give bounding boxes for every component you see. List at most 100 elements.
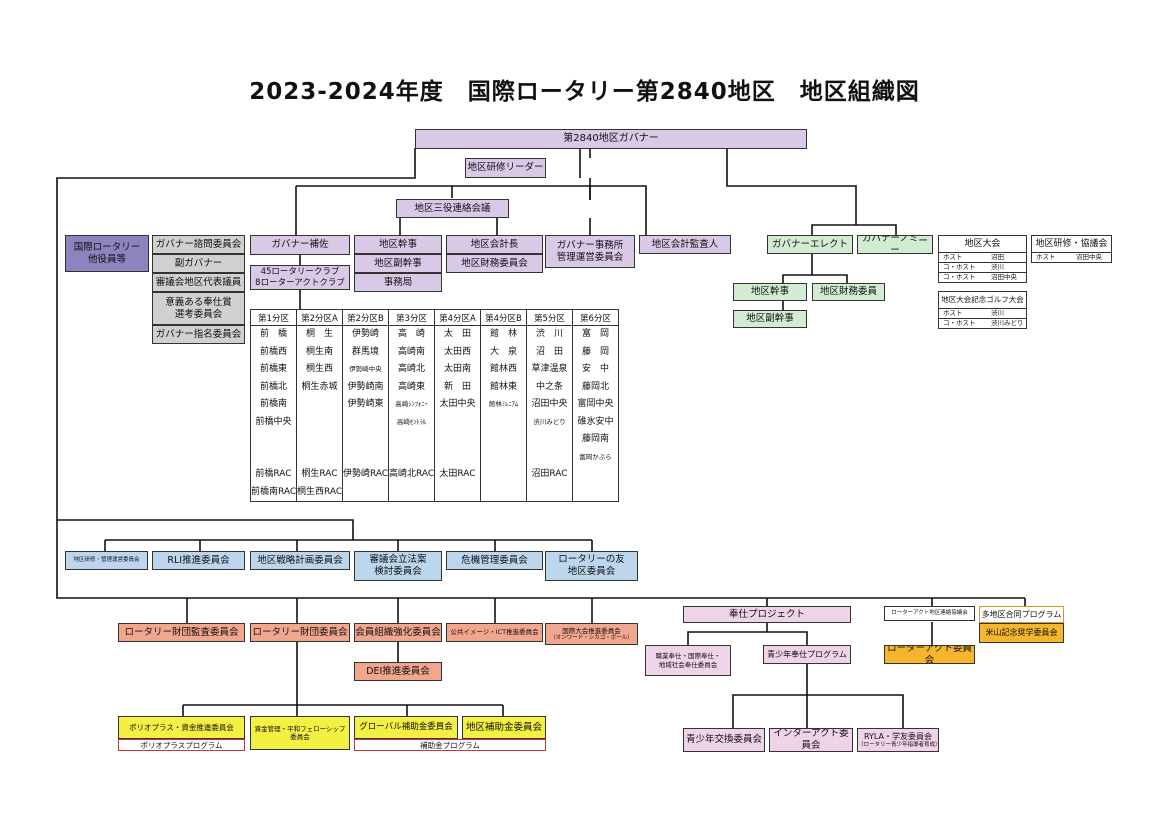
club-name: 伊勢崎中央 [349, 365, 382, 373]
foundation-audit-box: ロータリー財団監査委員会 [118, 623, 245, 642]
membership-committee-box: 会員組織強化委員会 [354, 623, 442, 642]
host-club: 沼田 [991, 253, 1004, 261]
legislation-committee-box: 審議会立法案 検討委員会 [354, 551, 442, 581]
rotaract-club-name: 桐生西RAC [297, 486, 343, 497]
rotaract-club-name: 前橋南RAC [251, 486, 297, 497]
foundation-committee-box: ロータリー財団委員会 [250, 623, 350, 642]
governor-nominee-box: ガバナーノミニー [857, 235, 933, 254]
golf-table: 地区大会記念ゴルフ大会 ホスト渋川 コ・ホスト渋川みどり [938, 291, 1027, 329]
training-mgmt-committee-box: 地区研修・管理運営委員会 [65, 551, 148, 570]
club-name: 富 岡 [581, 329, 609, 339]
district-treasurer-box: 地区会計長 [446, 235, 543, 254]
club-name: 太田西 [443, 346, 471, 357]
host-label: ホスト [943, 253, 963, 261]
ryla-sub: （ロータリー青少年指導者育成） [858, 741, 939, 748]
club-name: 藤岡北 [581, 381, 609, 392]
club-name: 館 林 [489, 329, 517, 339]
club-name: 新 田 [443, 381, 471, 392]
district-header: 第1分区 [250, 309, 297, 326]
elect-vice-secretary-box: 地区副幹事 [733, 310, 807, 328]
host-label: コ・ホスト [943, 263, 976, 271]
golf-title: 地区大会記念ゴルフ大会 [939, 292, 1026, 309]
district-clubs-cell: 富 岡藤 岡安 中藤岡北富岡中央碓氷安中藤岡南富岡かぶら [572, 325, 619, 502]
host-club: 渋川 [991, 263, 1004, 271]
page-title: 2023-2024年度 国際ロータリー第2840地区 地区組織図 [249, 79, 920, 105]
governor-office-box: ガバナー事務所 管理運営委員会 [545, 235, 635, 268]
district-clubs-cell: 伊勢崎群馬境伊勢崎中央伊勢崎南伊勢崎東伊勢崎RAC [342, 325, 389, 502]
rotaract-club-name: 沼田RAC [531, 469, 568, 479]
elect-finance-box: 地区財務委員 [812, 283, 885, 301]
club-name: 前橋北 [259, 381, 287, 392]
host-club: 沼田中央 [991, 273, 1017, 281]
district-vice-secretary-box: 地区副幹事 [354, 254, 442, 273]
training-leader-box: 地区研修リーダー [465, 158, 546, 178]
club-name: 伊勢崎 [351, 329, 379, 339]
club-name: 群馬境 [351, 346, 379, 357]
rotaract-club-name: 太田RAC [439, 469, 476, 479]
club-name: 中之条 [535, 381, 563, 392]
host-label: コ・ホスト [943, 319, 976, 327]
club-name: 高 崎 [397, 329, 425, 339]
club-name: 桐生赤城 [301, 381, 338, 392]
district-grant-committee-box: 地区補助金委員会 [462, 716, 546, 739]
club-name: 伊勢崎東 [347, 399, 384, 409]
crisis-committee-box: 危機管理委員会 [446, 551, 543, 570]
clubs-count-box: 45ロータリークラブ 8ローターアクトクラブ [250, 265, 350, 290]
club-name: 館林西 [489, 364, 517, 374]
host-club: 渋川みどり [991, 319, 1024, 327]
ryla-committee-box: RYLA・学友委員会 （ロータリー青少年指導者育成） [857, 728, 939, 752]
vice-governor-box: 副ガバナー [152, 254, 245, 273]
club-name: 館林東 [489, 381, 517, 392]
fund-peace-committee-box: 資金管理・平和フェローシップ 委員会 [250, 716, 350, 750]
club-name: 藤 岡 [581, 346, 609, 357]
convention-committee-box: 国際大会推進委員会 （オンワード・シカゴ・ボール） [545, 623, 638, 645]
rotaract-club-name: 桐生RAC [301, 469, 338, 479]
district-clubs-cell: 渋 川沼 田草津温泉中之条沼田中央渋川みどり沼田RAC [526, 325, 573, 502]
club-name: 大 泉 [489, 346, 517, 357]
club-name: 桐生南 [305, 346, 333, 357]
convention-sub: （オンワード・シカゴ・ボール） [550, 634, 633, 641]
global-grant-committee-box: グローバル補助金委員会 [354, 716, 458, 739]
district-clubs-cell: 太 田太田西太田南新 田太田中央太田RAC [434, 325, 481, 502]
public-image-committee-box: 公共イメージ・ICT推進委員会 [446, 623, 543, 642]
club-name: 桐 生 [305, 329, 333, 339]
multi-district-box: 多地区合同プログラム [979, 606, 1064, 623]
rotaract-committee-box: ローターアクト委員会 [884, 645, 975, 664]
convention-label: 国際大会推進委員会 [562, 626, 621, 635]
ri-officers-box: 国際ロータリー 他役員等 [65, 235, 149, 272]
club-name: 太田南 [443, 364, 471, 374]
district-header: 第5分区 [526, 309, 573, 326]
club-name: 渋 川 [535, 329, 563, 339]
district-header: 第3分区 [388, 309, 435, 326]
vocational-committee-box: 職業奉仕・国際奉仕・ 地域社会奉仕委員会 [645, 645, 731, 676]
assistant-governor-box: ガバナー補佐 [250, 235, 350, 255]
elect-secretary-box: 地区幹事 [733, 283, 807, 301]
district-secretary-box: 地区幹事 [354, 235, 442, 254]
service-project-box: 奉仕プロジェクト [683, 606, 851, 623]
secretariat-box: 事務局 [354, 273, 442, 292]
club-name: 高崎東 [397, 381, 425, 392]
club-name: 前橋南 [259, 399, 287, 409]
club-name: 高崎ｼﾝﾌｫﾆｰ [395, 400, 428, 408]
governor-elect-box: ガバナーエレクト [767, 235, 853, 254]
club-name: 高崎ｾﾝﾄﾗﾙ [396, 417, 427, 426]
youth-program-box: 青少年奉仕プログラム [763, 645, 851, 664]
district-header: 第4分区B [480, 309, 527, 326]
governor-box: 第2840地区ガバナー [415, 129, 807, 149]
club-name: 前橋西 [259, 346, 287, 357]
club-name: 太 田 [443, 329, 471, 339]
club-name: 沼 田 [535, 346, 563, 357]
district-header: 第4分区A [434, 309, 481, 326]
club-name: 館林ﾐﾚﾆｱﾑ [488, 400, 519, 408]
club-name: 桐生西 [305, 364, 333, 374]
district-header: 第2分区A [296, 309, 343, 326]
rotaract-council-box: ローターアクト地区連絡協議会 [884, 606, 975, 621]
club-name: 富岡かぶら [579, 452, 612, 461]
nominating-committee-box: ガバナー指名委員会 [152, 325, 245, 344]
club-name: 前橋中央 [255, 416, 292, 427]
interact-committee-box: インターアクト委員会 [769, 728, 853, 752]
service-award-box: 意義ある奉仕賞 選考委員会 [152, 292, 245, 325]
district-header: 第6分区 [572, 309, 619, 326]
